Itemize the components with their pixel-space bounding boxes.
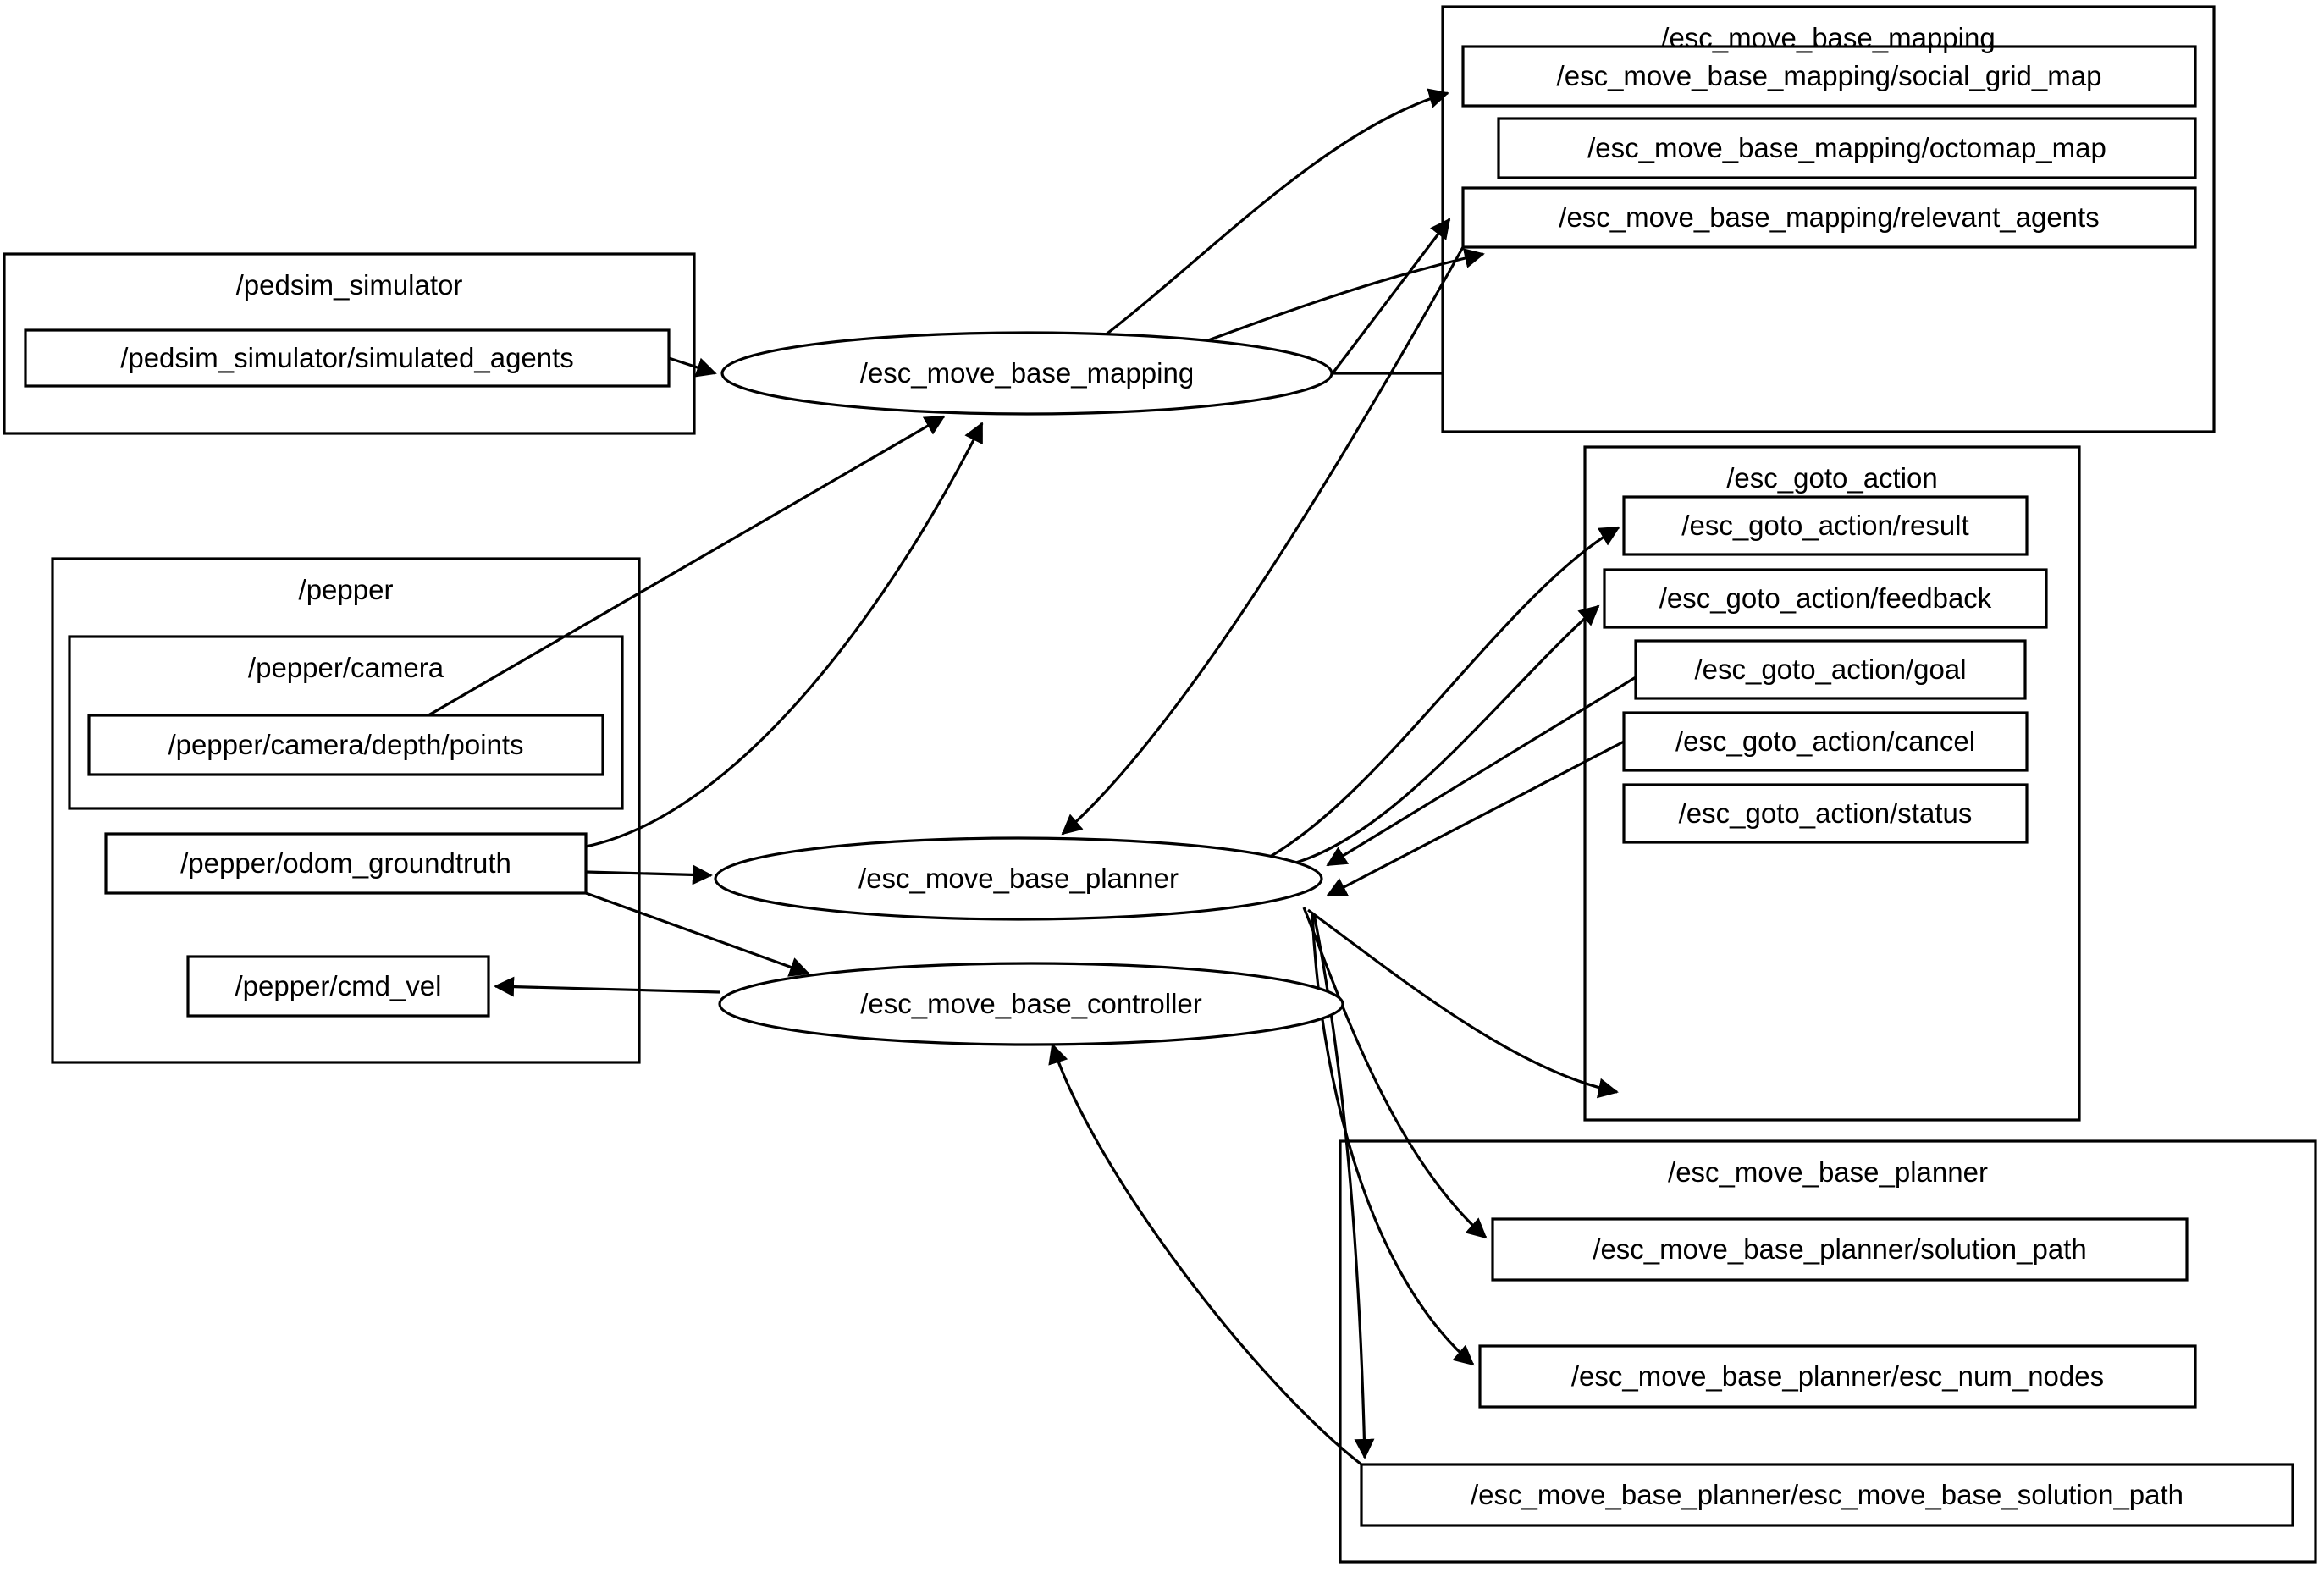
topic-box-goto-cancel[interactable] xyxy=(1622,711,2029,772)
edge-controller-to-cmd-vel xyxy=(494,976,720,997)
topic-box-planner-esc-move-base-solution-path[interactable] xyxy=(1360,1463,2294,1527)
topic-box-pedsim-simulated-agents[interactable] xyxy=(24,328,671,388)
topic-label-text: /esc_move_base_mapping/social_grid_map xyxy=(1556,60,2102,91)
topic-box-goto-status[interactable] xyxy=(1622,783,2029,844)
topic-label-mapping-octomap-map: /esc_move_base_mapping/octomap_map xyxy=(1499,119,2195,178)
topic-box-planner-esc-num-nodes[interactable] xyxy=(1478,1344,2197,1409)
topic-label-goto-result: /esc_goto_action/result xyxy=(1624,497,2027,554)
topic-box-mapping-relevant-agents[interactable] xyxy=(1461,186,2197,249)
topic-box-pepper-camera-depth-points[interactable] xyxy=(87,714,604,776)
cluster-label-text: /pepper/camera xyxy=(247,652,444,683)
edge-relevant-agents-to-planner xyxy=(1061,246,1465,836)
cluster-esc-goto-action xyxy=(1583,445,2081,1122)
node-label-text: /esc_move_base_planner xyxy=(858,863,1179,894)
node-label-text: /esc_move_base_mapping xyxy=(859,357,1195,389)
topic-label-pepper-odom-groundtruth: /pepper/odom_groundtruth xyxy=(106,834,586,893)
topic-label-text: /esc_move_base_planner/esc_move_base_sol… xyxy=(1470,1479,2184,1510)
node-ellipse-esc-move-base-planner[interactable] xyxy=(714,836,1323,921)
topic-box-mapping-social-grid-map[interactable] xyxy=(1461,45,2197,108)
edge-planner-to-goto-feedback xyxy=(1286,604,1600,867)
topic-label-text: /esc_move_base_mapping/relevant_agents xyxy=(1559,201,2100,233)
topic-box-pepper-cmd-vel[interactable] xyxy=(186,955,490,1018)
edge-esc-move-base-solution-path-to-controller xyxy=(1048,1043,1362,1466)
topic-label-text: /esc_move_base_planner/solution_path xyxy=(1593,1233,2087,1265)
topic-label-planner-esc-num-nodes: /esc_move_base_planner/esc_num_nodes xyxy=(1480,1346,2195,1407)
cluster-label-pepper-camera: /pepper/camera xyxy=(69,649,622,687)
node-label-esc-move-base-planner: /esc_move_base_planner xyxy=(715,838,1322,919)
node-ellipse-esc-move-base-controller[interactable] xyxy=(718,962,1344,1046)
topic-box-mapping-octomap-map[interactable] xyxy=(1497,117,2197,179)
cluster-label-esc-move-base-planner-cluster: /esc_move_base_planner xyxy=(1340,1154,2316,1191)
topic-label-text: /esc_goto_action/cancel xyxy=(1675,725,1976,757)
topic-label-text: /pepper/cmd_vel xyxy=(235,970,442,1001)
cluster-pepper-camera xyxy=(68,635,624,810)
edge-mapping-to-social-grid-map xyxy=(1100,88,1449,340)
cluster-esc-move-base-mapping xyxy=(1441,5,2216,433)
topic-box-goto-result[interactable] xyxy=(1622,495,2029,556)
topic-label-text: /esc_goto_action/feedback xyxy=(1659,582,1992,614)
topic-label-goto-feedback: /esc_goto_action/feedback xyxy=(1604,570,2046,627)
cluster-label-pepper: /pepper xyxy=(52,571,639,609)
edge-mapping-to-octomap-map xyxy=(1184,248,1485,350)
topic-label-goto-goal: /esc_goto_action/goal xyxy=(1636,641,2025,698)
node-ellipses xyxy=(714,331,1344,1046)
topic-label-text: /pedsim_simulator/simulated_agents xyxy=(120,342,574,373)
node-label-text: /esc_move_base_controller xyxy=(860,988,1202,1019)
topic-label-goto-cancel: /esc_goto_action/cancel xyxy=(1624,713,2027,770)
cluster-label-esc-move-base-mapping: /esc_move_base_mapping xyxy=(1443,19,2214,57)
topic-box-pepper-odom-groundtruth[interactable] xyxy=(104,832,588,895)
topic-label-mapping-relevant-agents: /esc_move_base_mapping/relevant_agents xyxy=(1463,188,2195,247)
topic-label-planner-esc-move-base-solution-path: /esc_move_base_planner/esc_move_base_sol… xyxy=(1361,1464,2293,1525)
topic-box-goto-feedback[interactable] xyxy=(1603,568,2048,629)
cluster-pepper xyxy=(51,557,641,1064)
topic-label-text: /pepper/camera/depth/points xyxy=(168,729,524,760)
edge-planner-to-goto-status xyxy=(1307,908,1619,1099)
topic-label-text: /esc_move_base_planner/esc_num_nodes xyxy=(1570,1360,2105,1392)
edge-goto-goal-to-planner xyxy=(1326,676,1637,867)
node-ellipse-esc-move-base-mapping[interactable] xyxy=(720,331,1333,416)
topic-label-pepper-cmd-vel: /pepper/cmd_vel xyxy=(188,957,489,1016)
topic-label-mapping-social-grid-map: /esc_move_base_mapping/social_grid_map xyxy=(1463,47,2195,106)
edge-planner-to-esc-num-nodes xyxy=(1311,912,1475,1366)
topic-label-pedsim-simulated-agents: /pedsim_simulator/simulated_agents xyxy=(25,330,669,386)
cluster-label-text: /pedsim_simulator xyxy=(235,269,463,301)
cluster-pedsim-simulator xyxy=(3,252,696,435)
cluster-label-text: /esc_goto_action xyxy=(1726,462,1938,494)
cluster-label-text: /esc_move_base_planner xyxy=(1668,1156,1988,1188)
topic-box-goto-goal[interactable] xyxy=(1634,639,2027,700)
topic-box-planner-solution-path[interactable] xyxy=(1491,1217,2189,1282)
node-label-esc-move-base-controller: /esc_move_base_controller xyxy=(720,963,1343,1045)
edge-mapping-to-relevant-agents xyxy=(1331,218,1451,374)
edge-odom-to-controller xyxy=(585,891,810,977)
topic-label-text: /esc_goto_action/result xyxy=(1681,510,1969,541)
edge-depth-points-to-mapping xyxy=(428,415,946,717)
edge-goto-cancel-to-planner xyxy=(1326,740,1625,897)
edge-odom-to-mapping xyxy=(585,422,984,848)
cluster-label-pedsim-simulator: /pedsim_simulator xyxy=(4,267,694,304)
edge-odom-to-planner xyxy=(585,864,713,885)
topic-label-text: /esc_goto_action/status xyxy=(1678,797,1973,829)
cluster-label-text: /esc_move_base_mapping xyxy=(1661,22,1996,53)
topic-label-planner-solution-path: /esc_move_base_planner/solution_path xyxy=(1493,1219,2187,1280)
cluster-esc-move-base-planner xyxy=(1339,1139,2317,1564)
edge-planner-to-goto-result xyxy=(1269,526,1620,858)
cluster-label-text: /pepper xyxy=(298,574,394,605)
topic-label-text: /esc_move_base_mapping/octomap_map xyxy=(1587,132,2106,163)
node-label-esc-move-base-mapping: /esc_move_base_mapping xyxy=(722,333,1332,414)
topic-label-goto-status: /esc_goto_action/status xyxy=(1624,785,2027,842)
topic-label-text: /pepper/odom_groundtruth xyxy=(180,847,511,879)
topic-label-text: /esc_goto_action/goal xyxy=(1694,654,1967,685)
cluster-label-esc-goto-action: /esc_goto_action xyxy=(1585,460,2079,497)
edge-simulated-agents-to-mapping xyxy=(668,356,717,378)
topic-label-pepper-camera-depth-points: /pepper/camera/depth/points xyxy=(89,715,603,775)
